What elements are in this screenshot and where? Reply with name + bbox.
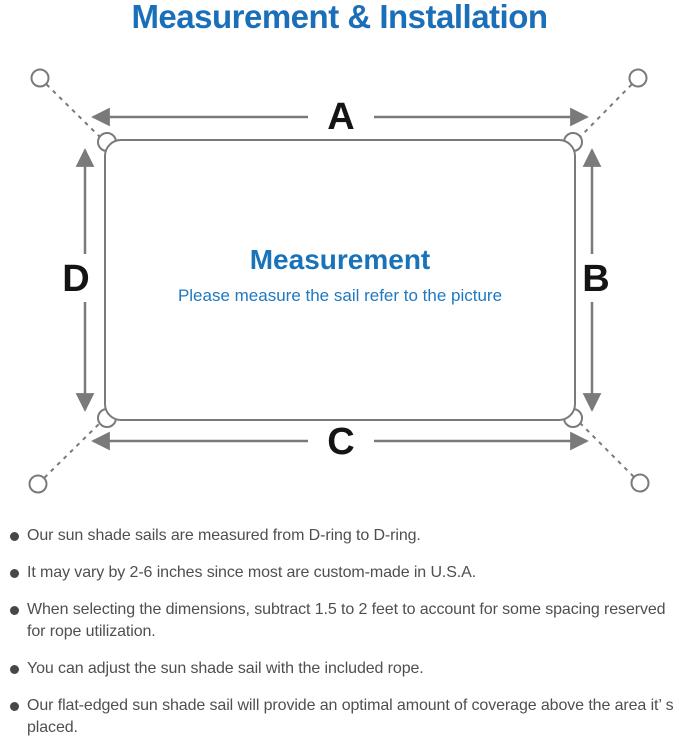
note-text: You can adjust the sun shade sail with t…: [27, 660, 424, 677]
bullet-dot: [10, 532, 19, 541]
dimension-label-c: C: [327, 421, 355, 463]
note-text: Our flat-edged sun shade sail will provi…: [27, 697, 674, 736]
list-item: Our sun shade sails are measured from D-…: [10, 525, 677, 547]
dimension-label-b: B: [582, 258, 610, 300]
bullet-dot: [10, 665, 19, 674]
dimension-label-a: A: [327, 96, 355, 138]
anchor-line-top-left: [39, 77, 105, 142]
dimension-label-d: D: [62, 258, 90, 300]
list-item: When selecting the dimensions, subtract …: [10, 599, 677, 643]
mounting-ring-bottom-right: [630, 473, 650, 493]
mounting-ring-top-right: [628, 68, 648, 88]
note-text: Our sun shade sails are measured from D-…: [27, 527, 421, 544]
note-text: It may vary by 2-6 inches since most are…: [27, 564, 477, 581]
anchor-lines: [37, 77, 641, 485]
dimension-arrows: [75, 107, 602, 451]
sail-outline: [104, 139, 576, 421]
anchor-line-bottom-left: [37, 418, 105, 485]
page-title: Measurement & Installation: [131, 0, 548, 35]
diagram-center-text: Measurement Please measure the sail refe…: [105, 244, 575, 306]
mounting-rings: [28, 68, 650, 494]
notes-list: Our sun shade sails are measured from D-…: [10, 525, 677, 739]
bullet-dot: [10, 702, 19, 711]
corner-d-rings: [97, 132, 583, 428]
mounting-ring-top-left: [30, 68, 50, 88]
list-item: It may vary by 2-6 inches since most are…: [10, 562, 677, 584]
bullet-dot: [10, 606, 19, 615]
measurement-diagram: [28, 68, 650, 494]
diagram-subheading: Please measure the sail refer to the pic…: [177, 286, 503, 305]
anchor-line-top-right: [575, 77, 639, 142]
note-text: When selecting the dimensions, subtract …: [27, 601, 666, 640]
list-item: You can adjust the sun shade sail with t…: [10, 658, 677, 680]
mounting-ring-bottom-left: [28, 474, 48, 494]
anchor-line-bottom-right: [575, 418, 641, 484]
list-item: Our flat-edged sun shade sail will provi…: [10, 695, 677, 739]
bullet-dot: [10, 569, 19, 578]
diagram-heading: Measurement: [249, 244, 431, 275]
